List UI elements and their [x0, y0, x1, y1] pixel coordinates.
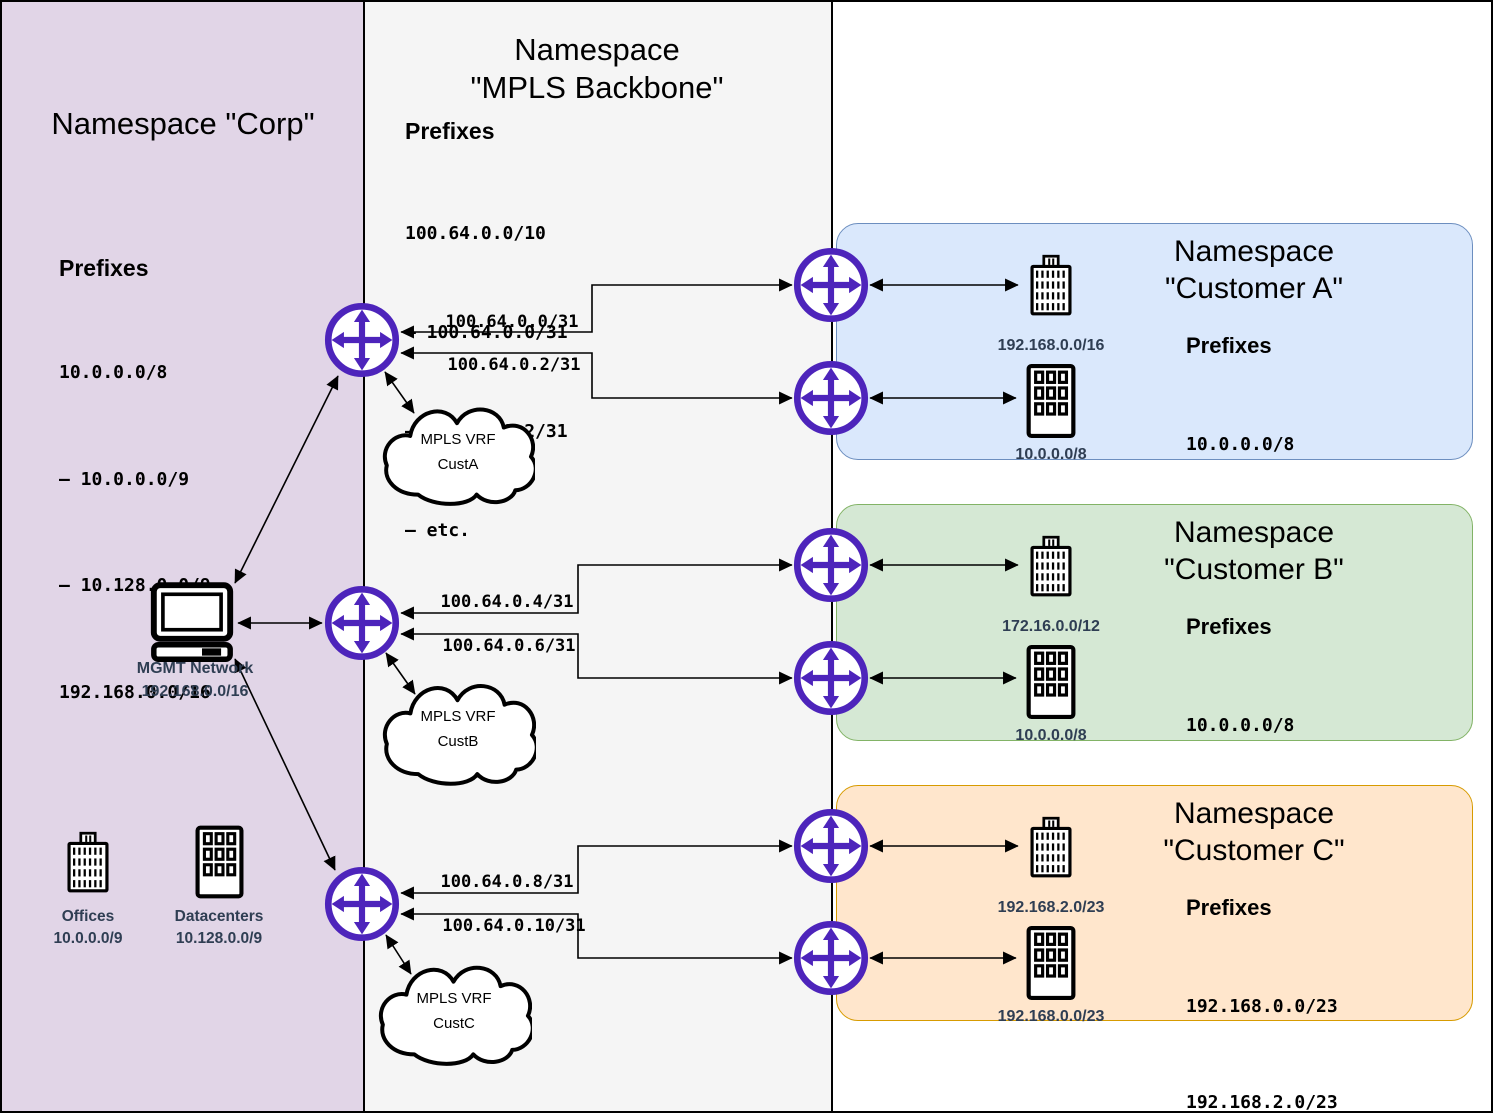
datacenters-building-icon	[193, 823, 246, 901]
customer-b-title-line1: Namespace	[1173, 516, 1335, 549]
customer-a-prefixes-heading: Prefixes	[1186, 333, 1272, 358]
customer-b-bottom-building-label: 10.0.0.0/8	[1015, 727, 1087, 744]
cloud-label-line2: CustA	[437, 456, 479, 473]
customer-c-box: Namespace "Customer C" 192.168.2.0/23 19…	[836, 785, 1473, 1111]
corp-router-2-icon	[324, 585, 400, 661]
customer-a-title: Namespace "Customer A"	[1165, 233, 1343, 307]
customer-a-title-line1: Namespace	[1173, 235, 1335, 268]
datacenters-label: Datacenters 10.128.0.0/9	[175, 906, 264, 950]
customer-c-title-line1: Namespace	[1173, 797, 1335, 830]
customer-c-top-building-label: 192.168.2.0/23	[997, 899, 1105, 916]
customer-b-prefixes-heading: Prefixes	[1186, 614, 1272, 639]
cloud-label-line1: MPLS VRF	[416, 990, 492, 1007]
mgmt-network-label: MGMT Network 192.168.0.0/16	[137, 657, 253, 703]
datacenter-building-icon	[1024, 924, 1078, 1002]
customer-c-title-line2: "Customer C"	[1163, 834, 1345, 867]
prefix-line: 10.0.0.0/8	[1186, 434, 1295, 455]
link-label-5: 100.64.0.8/31	[440, 872, 574, 892]
customer-a-router-1-icon	[793, 247, 869, 323]
customer-a-box: Namespace "Customer A" 192.168.0.0/16 10…	[836, 223, 1473, 551]
prefix-line: – etc.	[405, 520, 471, 541]
customer-c-title: Namespace "Customer C"	[1163, 795, 1344, 869]
prefix-line: 192.168.0.0/23	[1186, 996, 1338, 1017]
office-building-icon	[1026, 527, 1076, 605]
prefix-line: 192.168.0.0/16	[59, 681, 211, 703]
prefix-line: – 100.64.0.0/31	[405, 322, 568, 343]
customer-a-bottom-building-label: 10.0.0.0/8	[1015, 446, 1087, 463]
customer-c-router-2-icon	[793, 920, 869, 996]
cloud-label-line2: CustC	[433, 1015, 475, 1032]
mgmt-computer-icon	[150, 582, 234, 662]
office-building-icon	[1026, 246, 1076, 324]
customer-b-title-line2: "Customer B"	[1164, 553, 1344, 586]
prefix-line: 100.64.0.0/10	[405, 223, 546, 244]
cloud-label-line1: MPLS VRF	[420, 431, 496, 448]
link-label-3: 100.64.0.4/31	[440, 592, 574, 612]
customer-b-box: Namespace "Customer B" 172.16.0.0/12 10.…	[836, 504, 1473, 832]
prefix-line: 192.168.2.0/23	[1186, 1092, 1338, 1113]
customer-a-router-2-icon	[793, 360, 869, 436]
backbone-title-line2: "MPLS Backbone"	[470, 70, 724, 105]
prefix-line: 10.0.0.0/8	[1186, 715, 1295, 736]
customer-c-prefix-list: 192.168.0.0/23 192.168.2.0/23	[1186, 927, 1338, 1113]
datacenter-building-icon	[1024, 362, 1078, 440]
backbone-prefixes-heading: Prefixes	[405, 118, 495, 144]
customer-b-router-2-icon	[793, 640, 869, 716]
prefix-line: – 10.0.0.0/9	[59, 468, 190, 490]
customer-c-prefixes-heading: Prefixes	[1186, 895, 1272, 920]
datacenter-building-icon	[1024, 643, 1078, 721]
backbone-title: Namespace "MPLS Backbone"	[471, 31, 724, 107]
mgmt-network-name: MGMT Network	[136, 660, 254, 677]
customer-b-top-building-label: 172.16.0.0/12	[1002, 618, 1100, 635]
corp-title: Namespace "Corp"	[51, 106, 315, 141]
datacenters-name: Datacenters	[174, 908, 264, 925]
mpls-vrf-custC-label: MPLS VRF CustC	[416, 986, 491, 1036]
corp-prefixes-heading: Prefixes	[59, 255, 149, 281]
office-building-icon	[1026, 808, 1076, 886]
customer-b-router-1-icon	[793, 527, 869, 603]
customer-b-title: Namespace "Customer B"	[1164, 514, 1344, 588]
cloud-label-line2: CustB	[437, 733, 479, 750]
customer-a-title-line2: "Customer A"	[1164, 272, 1344, 305]
backbone-prefix-list: 100.64.0.0/10 – 100.64.0.0/31 – 100.64.0…	[405, 151, 568, 613]
link-label-6: 100.64.0.10/31	[442, 916, 586, 936]
mgmt-network-prefix: 192.168.0.0/16	[141, 683, 249, 700]
customer-c-router-1-icon	[793, 808, 869, 884]
customer-a-top-building-label: 192.168.0.0/16	[997, 337, 1105, 354]
offices-name: Offices	[61, 908, 115, 925]
corp-router-3-icon	[324, 866, 400, 942]
mpls-vrf-custB-label: MPLS VRF CustB	[420, 704, 495, 754]
prefix-line: 10.0.0.0/8	[59, 362, 168, 383]
backbone-title-line1: Namespace	[514, 32, 680, 67]
mpls-vrf-custA-label: MPLS VRF CustA	[420, 427, 495, 477]
customer-c-bottom-building-label: 192.168.0.0/23	[997, 1008, 1105, 1025]
cloud-label-line1: MPLS VRF	[420, 708, 496, 725]
offices-prefix: 10.0.0.0/9	[53, 930, 123, 947]
link-label-4: 100.64.0.6/31	[442, 636, 576, 656]
link-label-2: 100.64.0.2/31	[447, 355, 581, 375]
offices-label: Offices 10.0.0.0/9	[54, 906, 123, 950]
offices-building-icon	[63, 823, 113, 901]
datacenters-prefix: 10.128.0.0/9	[175, 930, 263, 947]
corp-router-1-icon	[324, 302, 400, 378]
corp-prefix-list: 10.0.0.0/8 – 10.0.0.0/9 – 10.128.0.0/9 1…	[59, 284, 211, 781]
link-label-1: 100.64.0.0/31	[445, 312, 579, 332]
